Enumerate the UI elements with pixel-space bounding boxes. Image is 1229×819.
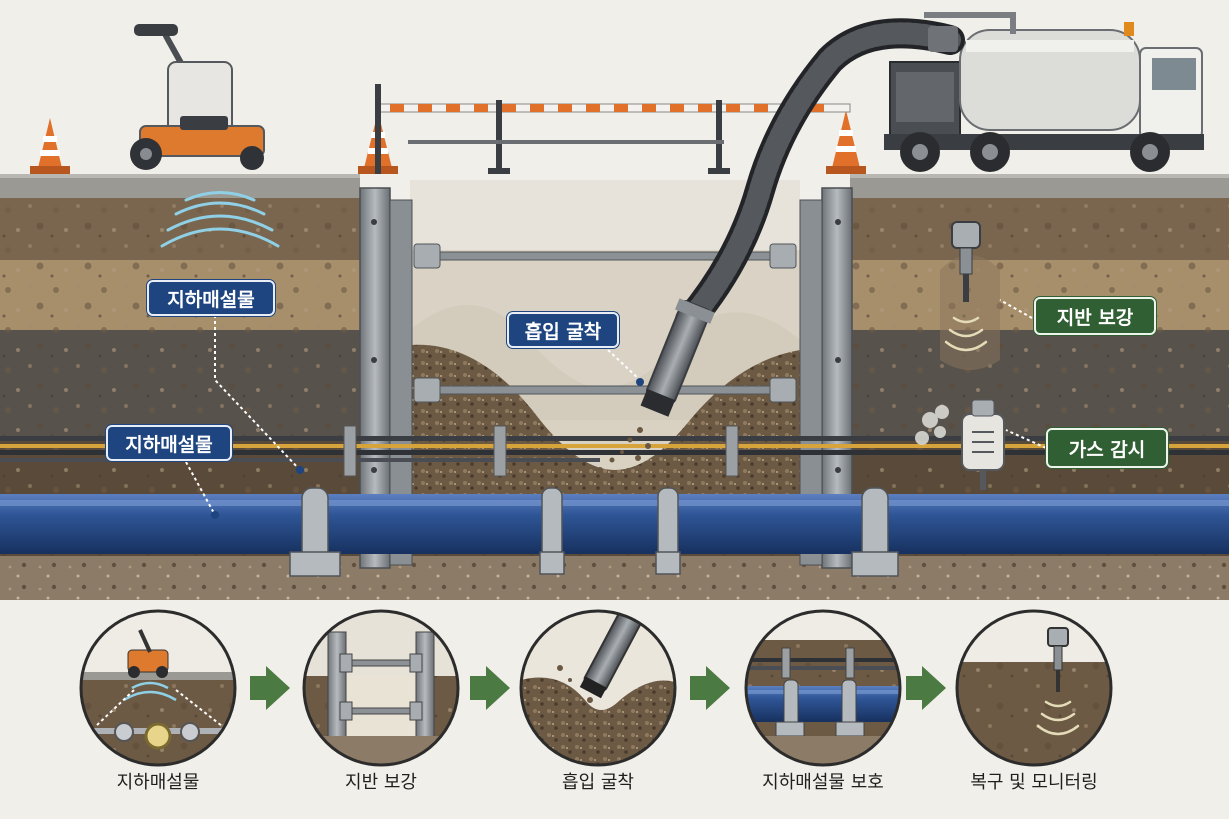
debris-particles [597, 427, 651, 473]
callout-ground-reinforcement: 지반 보강 [1034, 297, 1156, 335]
callout-utility-top: 지하매설물 [147, 280, 275, 316]
gas-monitor [915, 399, 1005, 490]
step-circle-excavation [519, 609, 677, 767]
callout-utility-mid: 지하매설물 [106, 425, 232, 461]
arrow-right-icon [250, 666, 290, 710]
vacuum-truck [884, 12, 1204, 172]
pipe-clamp [289, 487, 899, 577]
step-circle-reinforcement [302, 609, 460, 767]
cable-bundle [0, 425, 1229, 477]
callout-leader-lines [185, 299, 1047, 516]
step-label-restoration: 복구 및 모니터링 [970, 772, 1098, 793]
callout-leader-dots [211, 378, 644, 519]
callout-suction-excavation: 흡입 굴착 [507, 312, 619, 348]
traffic-cone-left [30, 118, 70, 174]
step-label-survey: 지하매설물 [116, 772, 200, 793]
step-label-protection: 지하매설물 보호 [762, 772, 884, 793]
soil-strata-left [0, 198, 360, 440]
arrow-right-icon [906, 666, 946, 710]
water-main-pipe [0, 487, 1229, 577]
arrow-right-icon [470, 666, 510, 710]
step-label-excavation: 흡입 굴착 [562, 772, 634, 793]
step-circle-protection [744, 609, 902, 767]
strut-lower [413, 377, 797, 403]
suction-nozzle [640, 298, 715, 417]
step-circle-survey [79, 609, 237, 767]
gpr-scanner-cart [130, 24, 265, 170]
strut-upper [413, 243, 797, 269]
step-label-reinforcement: 지반 보강 [345, 772, 417, 793]
callout-gas-monitoring: 가스 감시 [1046, 428, 1168, 468]
step-circle-restoration [955, 609, 1113, 767]
vacuum-hose [675, 18, 965, 335]
ground-reinforcement-injector [940, 221, 1000, 370]
arrow-right-icon [690, 666, 730, 710]
gpr-signal-waves [160, 191, 280, 248]
step-arrows [250, 666, 946, 710]
traffic-cone-right [826, 110, 866, 174]
